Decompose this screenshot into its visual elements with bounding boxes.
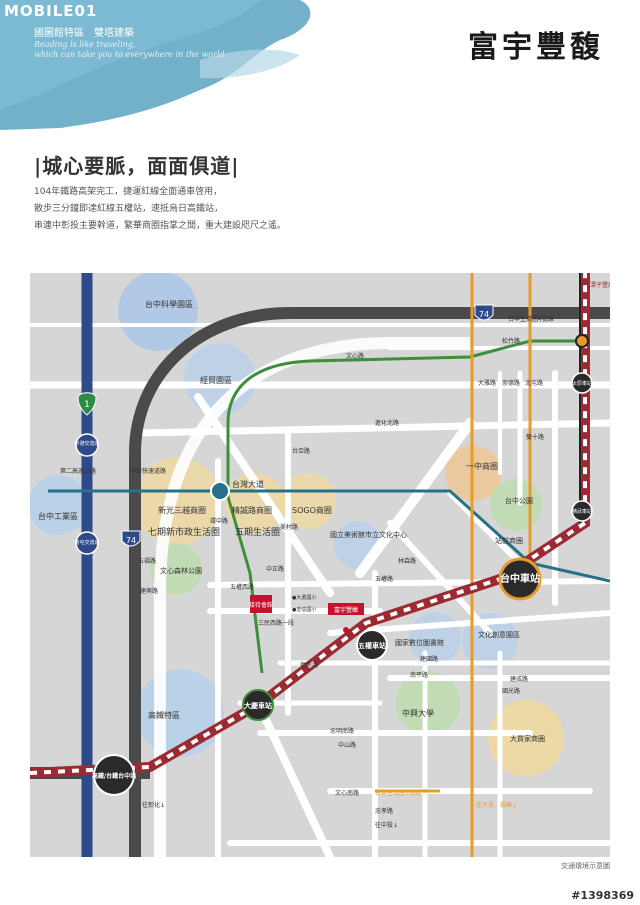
highway-74-shield: 74: [121, 530, 141, 547]
area-label: 國家數位圖書館: [395, 638, 444, 647]
area-label: 一中商圈: [466, 461, 498, 471]
road-label: 文心南路: [335, 789, 359, 797]
intro-line: 104年鐵路高架完工，捷運紅線全面通車啓用，: [34, 187, 223, 197]
intro-line: 散步三分鐘即達紅線五權站，速抵烏日高鐵站，: [34, 204, 224, 214]
road-label: 五福路: [138, 557, 156, 565]
project-marker: 富宇豐馥: [328, 603, 364, 633]
road-label: 三民西路一段: [258, 619, 294, 627]
road-label: 建成路: [510, 675, 528, 683]
station-daqing: 大慶車站: [242, 689, 274, 721]
svg-text:高鐵/台鐵台中站: 高鐵/台鐵台中站: [92, 772, 136, 780]
svg-text:大慶車站: 大慶車站: [244, 701, 272, 710]
school-label: ●大勇國小: [292, 594, 316, 601]
direction-label: 潭子豐原↑: [590, 281, 610, 289]
station-wuri: 高鐵/台鐵台中站: [92, 754, 136, 796]
tagline: 國圖館特區 雙塔建築: [34, 28, 134, 39]
school-label: ●忠信國小: [292, 606, 316, 613]
road-label: 建興路: [140, 587, 158, 595]
road-label: 大雅路: [478, 379, 496, 387]
slogan-line1: Reading is like traveling,: [34, 40, 136, 49]
area-label: 台中公園: [505, 496, 533, 505]
svg-text:74: 74: [479, 310, 489, 319]
area-label: 經貿園區: [200, 375, 232, 385]
road-label: 忠明南路: [330, 727, 354, 735]
road-label: 五權西路: [230, 583, 254, 591]
transit-map: 74 74 1 中港交流道 南屯交流道 台中車站 五權車站: [30, 273, 610, 857]
area-label: 高鐵特區: [148, 710, 180, 720]
road-label: 文心路: [346, 352, 364, 360]
svg-text:五權車站: 五權車站: [358, 641, 386, 650]
road-label: 崇德路: [502, 379, 520, 387]
site-logo[interactable]: MOBILE01: [4, 2, 98, 20]
svg-text:74: 74: [126, 536, 136, 545]
road-label: 台灣大道: [232, 479, 264, 489]
area-label: 文心森林公園: [160, 566, 202, 575]
area-label: 站前商圈: [495, 536, 523, 545]
area-label: 七期新市政生活圈: [148, 526, 220, 538]
road-label: 美村路: [280, 523, 298, 531]
svg-text:台中車站: 台中車站: [500, 572, 540, 585]
road-label: 松竹路: [502, 337, 520, 345]
area-label: 文化創意園區: [478, 630, 520, 639]
area-label: SOGO商圈: [292, 505, 332, 515]
brand-name: 富宇豐馥: [468, 30, 604, 65]
svg-text:1: 1: [84, 400, 90, 410]
intro: 104年鐵路高架完工，捷運紅線全面通車啓用， 散步三分鐘即達紅線五權站，速抵烏日…: [34, 184, 286, 235]
road-label: 五權路: [375, 575, 393, 583]
map-note: 交通環境示意圖: [561, 862, 610, 870]
road-label: 台中生活圈3號線: [375, 789, 421, 797]
road-label: 建國路: [420, 655, 438, 663]
road-label: 第二高速公路: [60, 467, 96, 475]
interchange-zhonggang: 中港交流道: [74, 433, 100, 457]
road-label: 中山路: [338, 741, 356, 749]
slogan-line2: which can take you to everywhere in the …: [34, 50, 225, 59]
map-canvas: 74 74 1 中港交流道 南屯交流道 台中車站 五權車站: [30, 273, 610, 857]
station-wuquan: 五權車站: [356, 629, 388, 661]
direction-label: 往中投↓: [375, 821, 398, 829]
brush-decoration: [0, 0, 311, 130]
direction-label: 往大里、霧峰↓: [476, 801, 517, 809]
road-label: 台中生活圈4號線: [508, 315, 554, 323]
svg-text:接待會館: 接待會館: [249, 601, 273, 609]
highway-1-shield: 1: [77, 392, 97, 416]
road-label: 環中路: [210, 517, 228, 525]
area-label: 台中科學園區: [145, 299, 193, 309]
road-label: 中彰快速道路: [130, 467, 166, 475]
station-taichung: 台中車站: [498, 557, 542, 601]
road-label: 國光路: [502, 687, 520, 695]
svg-text:南屯交流道: 南屯交流道: [74, 539, 99, 546]
highway-74-shield: 74: [474, 304, 494, 321]
area-label: 新光三越商圈: [158, 505, 206, 515]
area-label: 大買家商圈: [510, 734, 545, 743]
road-label: 台亞路: [292, 447, 310, 455]
road-label: 復興路: [300, 661, 318, 669]
area-label: 五期生活圈: [235, 526, 280, 538]
svg-text:精武車站: 精武車站: [572, 508, 592, 515]
sales-center-marker: 接待會館: [249, 595, 273, 613]
area-label: 精誠路商圈: [232, 505, 272, 515]
road-label: 北屯路: [525, 379, 543, 387]
road-label: 南平路: [410, 671, 428, 679]
road-label: 雙十路: [526, 433, 544, 441]
intro-line: 串連中彰投主要幹道，繁華商圈指掌之間，重大建設咫尺之遙。: [34, 221, 287, 231]
area-label: 國立美術館市立文化中心: [330, 530, 407, 539]
headline: |城心要脈，面面俱道|: [34, 154, 240, 178]
road-label: 中正路: [266, 565, 284, 573]
area-label: 台中工業區: [38, 511, 78, 521]
direction-label: 往彰化↓: [142, 801, 165, 809]
interchange-nantun: 南屯交流道: [74, 531, 100, 555]
road-label: 林森路: [398, 557, 416, 565]
svg-text:中港交流道: 中港交流道: [74, 440, 99, 447]
svg-text:太原車站: 太原車站: [572, 380, 592, 387]
station-jingwu: 精武車站: [571, 500, 593, 522]
svg-text:富宇豐馥: 富宇豐馥: [334, 606, 358, 614]
area-label: 中興大學: [402, 708, 434, 718]
station-taiyuan: 太原車站: [571, 372, 593, 394]
road-label: 忠孝路: [375, 807, 393, 815]
watermark: #1398369: [571, 889, 634, 902]
road-label: 進化北路: [375, 419, 399, 427]
